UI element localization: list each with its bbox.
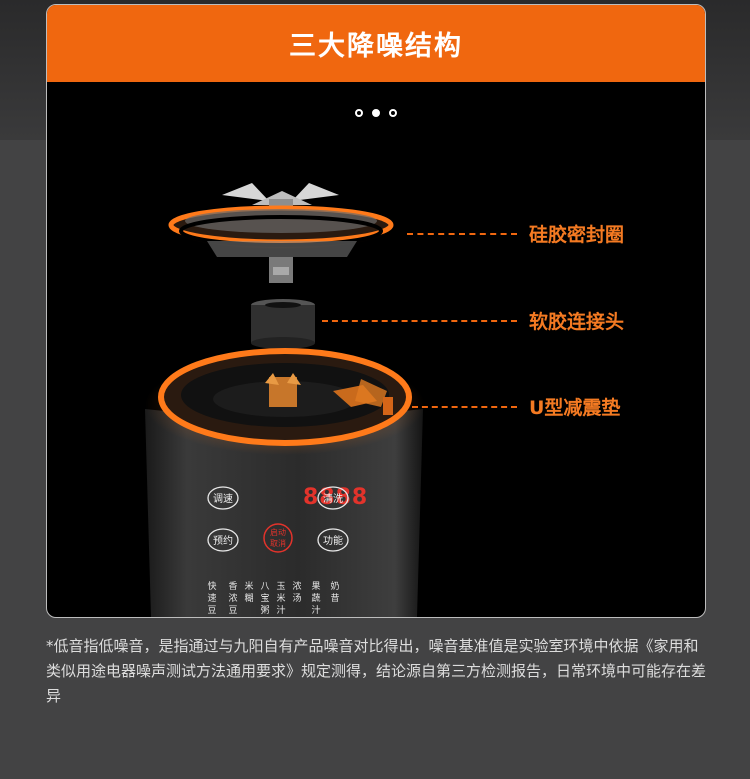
speed-button-label: 调速 <box>213 493 233 505</box>
callout-line <box>412 405 517 408</box>
footnote-text: *低音指低噪音，是指通过与九阳自有产品噪音对比得出，噪音基准值是实验室环境中依据… <box>46 637 707 705</box>
program-option-char: 浓 <box>228 593 237 604</box>
carousel-dots <box>47 109 705 117</box>
blender-illustration: 8888 调速 清洗 预约 功能 启动 取消 快速豆浆香浓 <box>145 183 425 617</box>
clean-button-label: 清洗 <box>323 492 343 505</box>
cancel-label: 取消 <box>270 538 286 548</box>
program-option-char: 豆 <box>207 605 216 616</box>
callout-u-damping-pad: U型减震垫 <box>412 393 620 420</box>
callout-line <box>407 232 517 235</box>
callout-silicone-seal: 硅胶密封圈 <box>407 220 624 247</box>
program-option-char: 米 <box>276 592 285 604</box>
program-option-char: 速 <box>207 593 216 604</box>
program-option[interactable]: 浓汤 <box>292 581 301 604</box>
clean-button[interactable]: 清洗 <box>317 486 349 510</box>
program-option-char: 快 <box>207 580 216 592</box>
program-option-char: 奶 <box>330 580 339 592</box>
function-button-label: 功能 <box>323 534 343 547</box>
schedule-button[interactable]: 预约 <box>207 528 239 552</box>
program-option[interactable]: 米糊 <box>244 580 253 604</box>
schedule-button-label: 预约 <box>213 534 233 547</box>
program-option-char: 玉 <box>276 581 285 592</box>
program-option-char: 汁 <box>276 604 285 616</box>
callout-label: 软胶连接头 <box>529 311 625 333</box>
start-label: 启动 <box>270 527 286 537</box>
program-option-char: 浓 <box>292 581 301 592</box>
display-digits: 8888 <box>303 485 368 510</box>
program-option-char: 宝 <box>260 592 269 604</box>
program-option-char: 昔 <box>330 593 339 604</box>
program-option[interactable]: 奶昔 <box>330 580 339 604</box>
blade-assembly <box>168 183 394 283</box>
program-option-char: 汁 <box>311 604 320 616</box>
program-option[interactable]: 八宝粥 <box>260 582 269 616</box>
program-option-char: 糊 <box>244 592 253 604</box>
callout-label: 硅胶密封圈 <box>529 224 625 246</box>
feature-card: 三大降噪结构 <box>46 4 706 618</box>
program-option-char: 粥 <box>260 604 269 616</box>
program-option-char: 米 <box>244 580 253 592</box>
function-button[interactable]: 功能 <box>317 528 349 552</box>
carousel-dot-3[interactable] <box>389 109 397 117</box>
program-option[interactable]: 果蔬汁 <box>311 581 320 616</box>
title-banner: 三大降噪结构 <box>47 5 705 82</box>
banner-title: 三大降噪结构 <box>289 31 463 62</box>
program-option-char: 汤 <box>292 593 301 604</box>
program-option[interactable]: 香浓豆浆 <box>228 581 237 617</box>
program-option[interactable]: 玉米汁 <box>276 581 285 616</box>
program-option[interactable]: 快速豆浆 <box>207 580 216 617</box>
speed-button[interactable]: 调速 <box>207 486 239 510</box>
callout-line <box>322 319 517 322</box>
blender-base <box>145 348 425 617</box>
callout-rubber-connector: 软胶连接头 <box>322 307 624 334</box>
program-option-char: 豆 <box>228 605 237 616</box>
callout-label: U型减震垫 <box>529 397 621 419</box>
program-option-char: 蔬 <box>311 592 320 604</box>
carousel-dot-2[interactable] <box>372 109 380 117</box>
rubber-connector <box>251 299 315 349</box>
program-option-char: 八 <box>260 582 269 592</box>
carousel-dot-1[interactable] <box>355 109 363 117</box>
program-option-char: 果 <box>311 581 320 592</box>
start-cancel-button[interactable]: 启动 取消 <box>263 523 293 553</box>
program-option-char: 香 <box>228 581 237 592</box>
